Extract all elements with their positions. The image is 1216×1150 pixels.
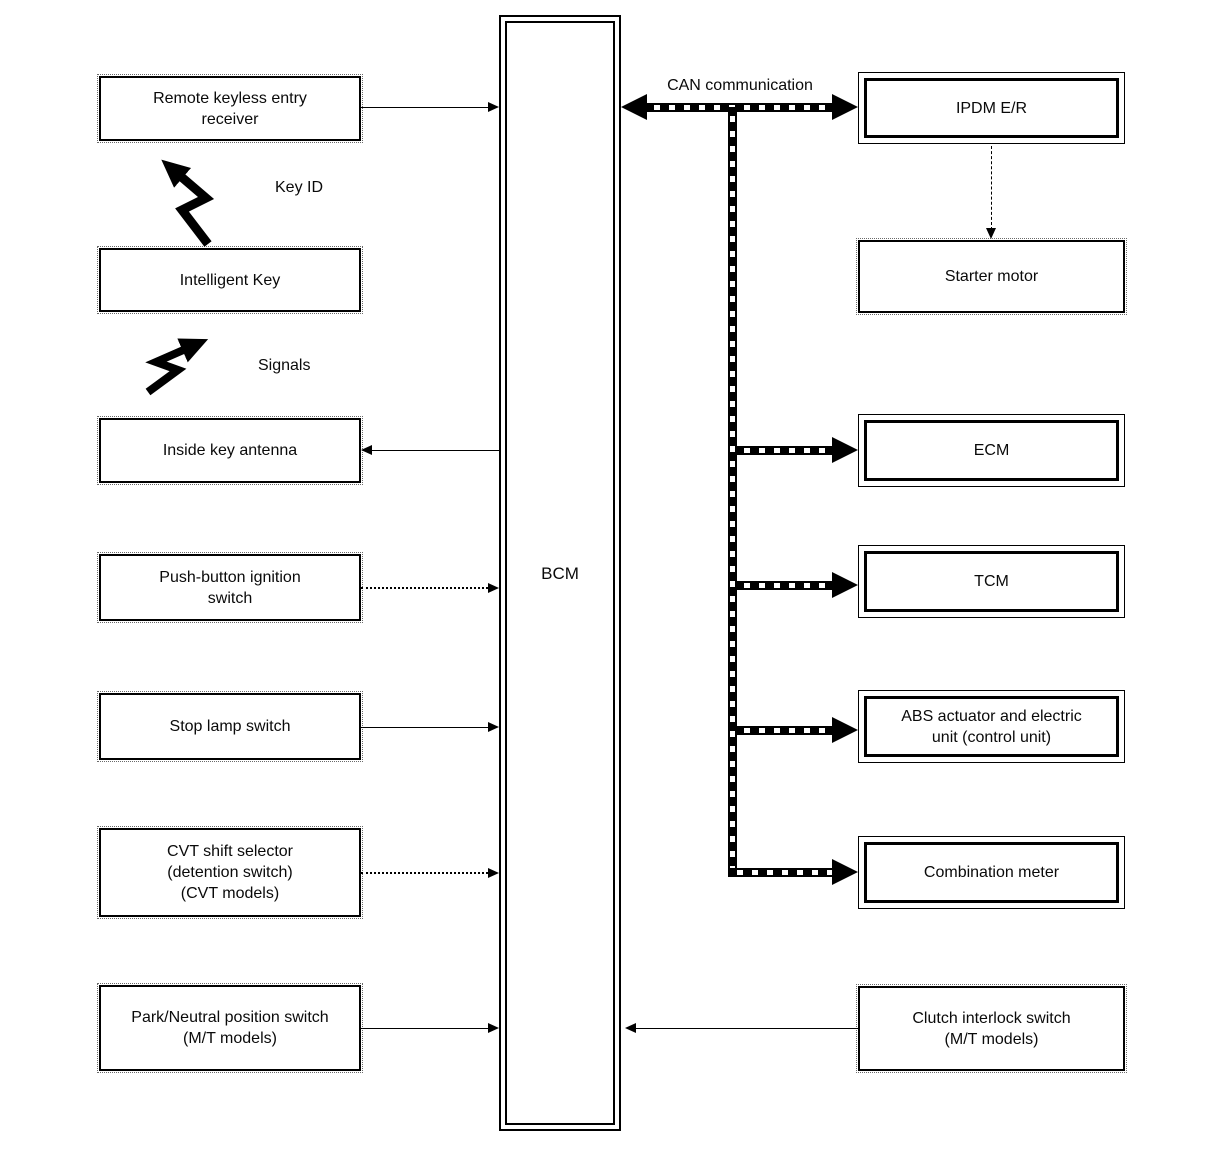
arrow-clutch-interlock-to-bcm	[635, 1028, 858, 1029]
box-inner: IPDM E/R	[864, 78, 1119, 138]
arrow-park-neutral-to-bcm	[361, 1028, 489, 1029]
box-intelligent-key: Intelligent Key	[97, 246, 363, 314]
box-remote-keyless-entry-receiver: Remote keyless entry receiver	[97, 74, 363, 143]
box-inner: TCM	[864, 551, 1119, 612]
key-id-label: Key ID	[275, 179, 324, 196]
box-starter-motor: Starter motor	[856, 238, 1127, 315]
can-arrowhead-right	[832, 859, 858, 885]
box-label: Intelligent Key	[179, 271, 281, 289]
arrowhead-left	[361, 445, 372, 455]
box-inner: Combination meter	[864, 842, 1119, 903]
box-label: ECM	[973, 442, 1010, 459]
box-label: Stop lamp switch	[169, 718, 291, 735]
signals-signal-bolt-icon	[145, 338, 209, 396]
arrow-cvt-selector-to-bcm	[361, 872, 488, 874]
box-inner: ABS actuator and electric unit (control …	[864, 696, 1119, 757]
arrowhead-right	[488, 583, 499, 593]
can-arrowhead-right	[832, 437, 858, 463]
arrow-bcm-to-inside-key-antenna	[371, 450, 499, 451]
arrowhead-down	[986, 228, 996, 239]
can-bus-trunk-line	[728, 107, 737, 877]
can-branch-to-abs	[735, 726, 832, 735]
box-label: CVT shift selector (detention switch) (C…	[167, 843, 293, 902]
box-label: Remote keyless entry receiver	[153, 89, 307, 128]
bcm-box: BCM	[499, 15, 621, 1131]
box-ipdm-er: IPDM E/R	[858, 72, 1125, 144]
can-arrowhead-right	[832, 94, 858, 120]
bcm-label: BCM	[541, 563, 579, 583]
can-communication-label: CAN communication	[667, 77, 813, 94]
box-ecm: ECM	[858, 414, 1125, 487]
can-arrowhead-left	[621, 94, 647, 120]
box-label: IPDM E/R	[955, 99, 1028, 117]
box-stop-lamp-switch: Stop lamp switch	[97, 691, 363, 762]
arrow-push-button-to-bcm	[361, 587, 488, 589]
box-inner: ECM	[864, 420, 1119, 481]
arrow-stop-lamp-to-bcm	[361, 727, 489, 728]
bcm-box-inner: BCM	[505, 21, 615, 1125]
box-push-button-ignition-switch: Push-button ignition switch	[97, 552, 363, 623]
box-clutch-interlock-switch: Clutch interlock switch (M/T models)	[856, 984, 1127, 1073]
box-tcm: TCM	[858, 545, 1125, 618]
arrowhead-right	[488, 102, 499, 112]
box-label: Push-button ignition switch	[159, 568, 301, 607]
arrowhead-left	[625, 1023, 636, 1033]
box-label: TCM	[974, 573, 1009, 590]
box-label: ABS actuator and electric unit (control …	[901, 707, 1082, 746]
can-arrowhead-right	[832, 572, 858, 598]
box-label: Combination meter	[923, 864, 1060, 881]
box-label: Park/Neutral position switch (M/T models…	[131, 1009, 329, 1047]
box-inside-key-antenna: Inside key antenna	[97, 416, 363, 485]
arrow-remote-receiver-to-bcm	[361, 107, 489, 108]
can-arrowhead-right	[832, 717, 858, 743]
can-bus-main-line	[645, 103, 835, 112]
can-branch-to-ecm	[735, 446, 832, 455]
key-id-signal-bolt-icon	[161, 159, 215, 247]
signals-label: Signals	[258, 357, 311, 374]
box-abs-actuator: ABS actuator and electric unit (control …	[858, 690, 1125, 763]
box-park-neutral-position-switch: Park/Neutral position switch (M/T models…	[97, 983, 363, 1073]
box-label: Starter motor	[944, 268, 1039, 285]
arrowhead-right	[488, 1023, 499, 1033]
arrowhead-right	[488, 722, 499, 732]
can-branch-to-tcm	[735, 581, 832, 590]
box-label: Clutch interlock switch (M/T models)	[912, 1009, 1071, 1048]
box-label: Inside key antenna	[162, 442, 298, 459]
arrow-ipdm-to-starter-motor	[991, 146, 992, 230]
arrowhead-right	[488, 868, 499, 878]
box-combination-meter: Combination meter	[858, 836, 1125, 909]
box-cvt-shift-selector: CVT shift selector (detention switch) (C…	[97, 826, 363, 919]
can-branch-to-combination-meter	[728, 868, 832, 877]
